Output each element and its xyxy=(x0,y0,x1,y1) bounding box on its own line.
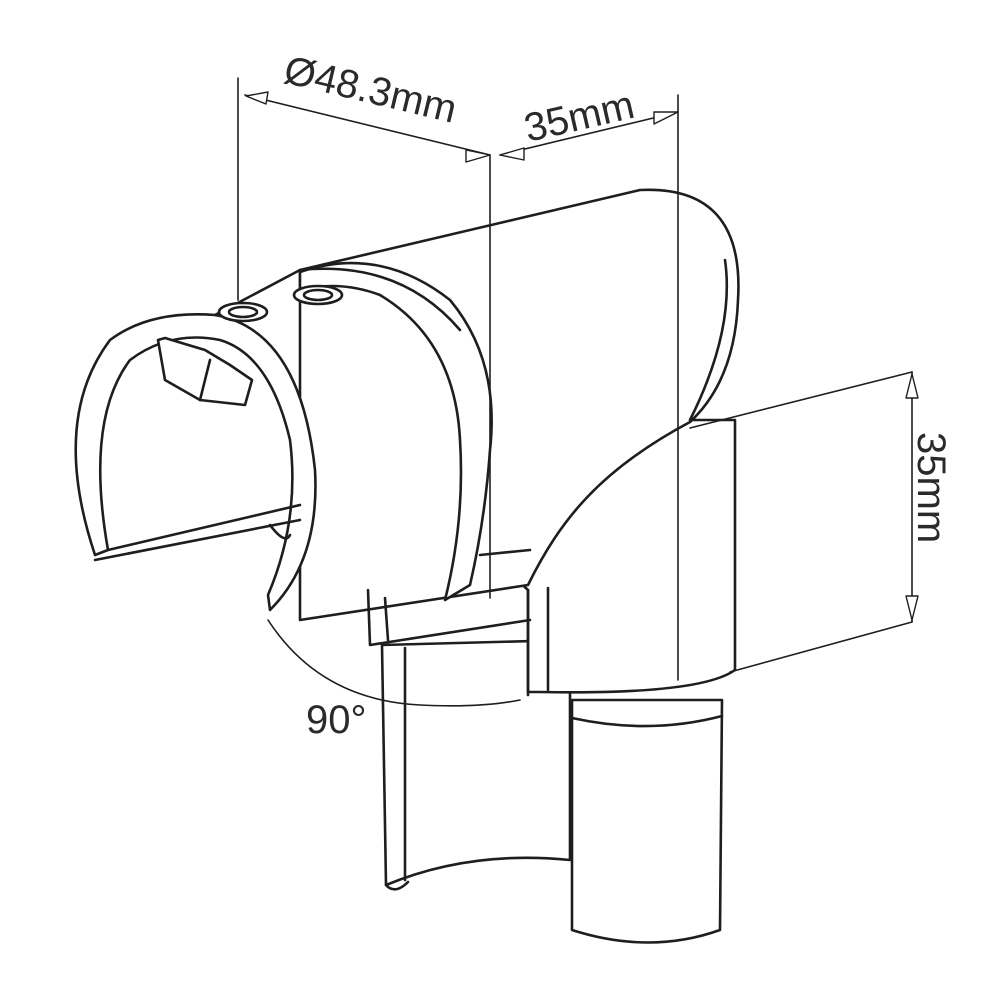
screw-hole-2 xyxy=(292,284,344,306)
label-angle: 90° xyxy=(306,698,367,742)
dimension-slot-width xyxy=(499,94,679,681)
label-diameter: Ø48.3mm xyxy=(280,48,461,132)
dimension-drop-height xyxy=(689,371,919,673)
screw-holes xyxy=(217,284,344,323)
dimension-angle xyxy=(267,619,521,707)
slot-groove xyxy=(298,261,493,602)
inner-clip xyxy=(156,336,254,407)
label-slot-width: 35mm xyxy=(520,83,638,151)
screw-hole-1 xyxy=(217,301,269,323)
label-drop-height: 35mm xyxy=(909,432,953,543)
lower-tube xyxy=(380,638,724,944)
dimension-diameter xyxy=(237,77,491,599)
rail-channel xyxy=(74,268,317,612)
